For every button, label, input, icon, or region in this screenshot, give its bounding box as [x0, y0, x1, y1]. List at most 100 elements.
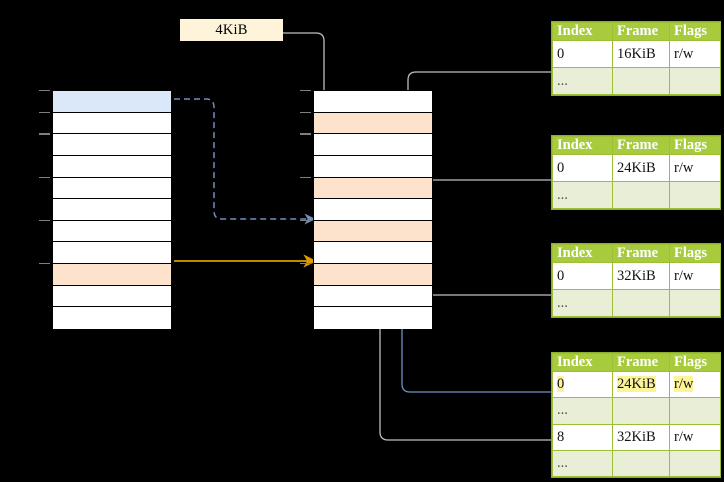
page-table-level-1-row-0-frame: 16KiB	[612, 40, 670, 68]
highlighted-value: r/w	[674, 376, 694, 393]
virtual-address-space-column	[52, 90, 172, 329]
virtual-column-row-4	[53, 177, 171, 200]
page-table-level-1-row-1-frame	[612, 67, 670, 95]
virtual-column-row-2	[53, 134, 171, 156]
virtual-column-tick-6	[39, 219, 50, 222]
page-table-level-3-row-0-flags: r/w	[669, 262, 721, 290]
physical-column-row-3	[314, 155, 432, 178]
page-table-level-2-row-0-index: 0	[552, 154, 613, 182]
virtual-column-row-10	[53, 307, 171, 329]
virtual-column-row-1	[53, 112, 171, 135]
physical-column-row-6	[314, 220, 432, 243]
virtual-column-row-9	[53, 285, 171, 308]
page-table-level-2-header-flags: Flags	[669, 136, 721, 155]
page-size-chip-label: 4KiB	[215, 21, 248, 38]
physical-column-tick-6	[300, 219, 311, 222]
page-table-level-4-row-2-index: 8	[552, 423, 613, 451]
virtual-column-tick-2	[39, 133, 50, 135]
page-table-level-4-header-flags: Flags	[669, 353, 721, 372]
page-table-level-2-row-0-frame: 24KiB	[612, 154, 670, 182]
page-table-level-1-row-1-index: ...	[552, 67, 613, 95]
virtual-column-tick-0	[39, 90, 50, 92]
page-table-level-2-row-1-flags	[669, 181, 721, 209]
physical-column-row-10	[314, 307, 432, 329]
page-table-level-3-row-0-index: 0	[552, 262, 613, 290]
page-table-level-2-row-1[interactable]: ...	[552, 181, 721, 209]
page-table-level-4-row-3-flags	[669, 449, 721, 478]
page-table-level-4-row-2-flags: r/w	[669, 423, 721, 451]
page-table-level-2-header-index: Index	[552, 136, 613, 155]
physical-column-row-5	[314, 199, 432, 221]
virtual-column-tick-8	[39, 263, 50, 265]
page-table-level-3-row-1[interactable]: ...	[552, 289, 721, 317]
physical-column-row-0	[314, 91, 432, 113]
page-table-level-1-row-1-flags	[669, 67, 721, 95]
physical-memory-column	[313, 90, 433, 329]
page-table-level-1-row-0-flags: r/w	[669, 40, 721, 68]
page-table-level-4-header-frame: Frame	[612, 353, 670, 372]
page-table-level-4-row-0[interactable]: 0 24KiB r/w	[552, 370, 721, 399]
page-table-level-3-row-0-frame: 32KiB	[612, 262, 670, 290]
physical-column-row-8	[314, 264, 432, 286]
page-table-level-4-row-1-flags	[669, 397, 721, 425]
virtual-column-row-8	[53, 264, 171, 286]
page-table-level-4-row-0-index: 0	[552, 370, 613, 399]
page-table-level-3-row-1-frame	[612, 289, 670, 317]
page-table-level-1-row-0-index: 0	[552, 40, 613, 68]
virtual-column-tick-4	[39, 176, 50, 178]
physical-column-row-7	[314, 242, 432, 264]
physical-column-tick-4	[300, 176, 311, 178]
physical-column-tick-8	[300, 263, 311, 265]
page-table-level-4-header-index: Index	[552, 353, 613, 372]
page-table-level-1-header-index: Index	[552, 22, 613, 41]
physical-column-tick-1	[300, 111, 311, 113]
page-table-level-3-row-1-index: ...	[552, 289, 613, 317]
virtual-column-row-5	[53, 199, 171, 221]
page-table-level-3-header-flags: Flags	[669, 244, 721, 263]
physical-column-tick-2	[300, 133, 311, 135]
virtual-column-row-7	[53, 242, 171, 264]
highlighted-value: 24KiB	[617, 376, 656, 393]
wire-virtual-to-physical-dashed	[174, 98, 316, 225]
page-table-level-3-header-frame: Frame	[612, 244, 670, 263]
page-table-level-2-header-frame: Frame	[612, 136, 670, 155]
page-table-level-4-row-1[interactable]: ...	[552, 397, 721, 425]
page-table-level-4-row-0-frame: 24KiB	[612, 370, 670, 399]
page-table-level-4-row-0-flags: r/w	[669, 370, 721, 399]
virtual-column-row-0	[53, 91, 171, 113]
page-table-level-2-row-1-frame	[612, 181, 670, 209]
virtual-column-row-6	[53, 220, 171, 243]
page-table-level-1-header-frame: Frame	[612, 22, 670, 41]
physical-column-tick-0	[300, 90, 311, 92]
page-table-level-3-row-1-flags	[669, 289, 721, 317]
page-table-level-4-row-3-index: ...	[552, 449, 613, 478]
physical-column-row-9	[314, 285, 432, 308]
page-table-level-1-row-1[interactable]: ...	[552, 67, 721, 95]
physical-column-row-2	[314, 134, 432, 156]
highlighted-value: 0	[557, 376, 565, 393]
virtual-column-row-3	[53, 155, 171, 178]
virtual-column-tick-1	[39, 111, 50, 113]
page-table-level-1-header-flags: Flags	[669, 22, 721, 41]
page-table-level-2-row-1-index: ...	[552, 181, 613, 209]
page-table-level-4-row-1-frame	[612, 397, 670, 425]
page-size-chip: 4KiB	[180, 19, 283, 41]
page-table-level-3-header-index: Index	[552, 244, 613, 263]
page-table-level-4-row-3[interactable]: ...	[552, 449, 721, 478]
page-table-level-4-row-3-frame	[612, 449, 670, 478]
